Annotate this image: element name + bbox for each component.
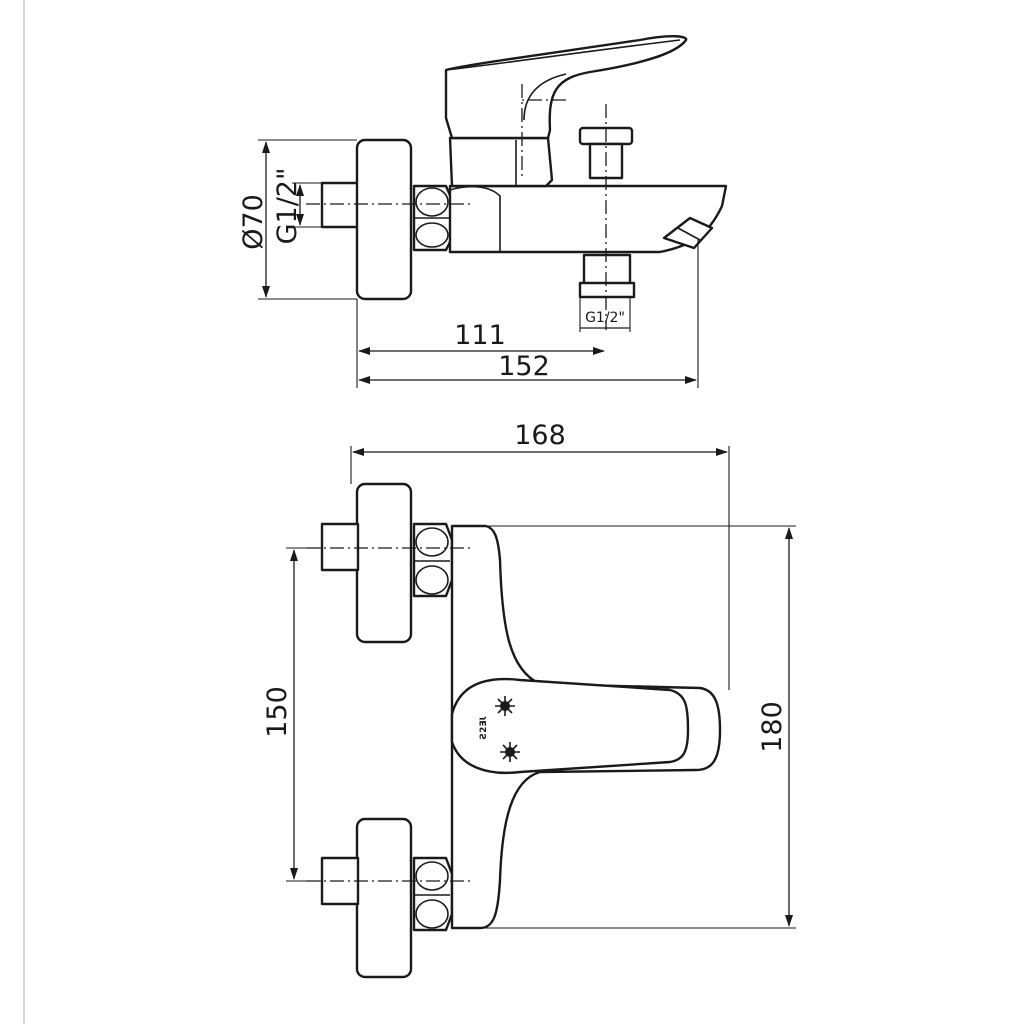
dim-inlet-spacing: 150: [262, 686, 293, 738]
top-dimensions: 168 150 180: [262, 420, 796, 929]
top-view: Ƨ2ƎƖ: [306, 482, 722, 979]
dim-width-total: 168: [514, 420, 566, 451]
dim-outlet-thread: G1/2": [585, 310, 625, 326]
lever-handle: [444, 35, 688, 140]
inlet-stub-upper: [320, 522, 360, 572]
dim-inlet-thread: G1/2": [272, 168, 303, 245]
handle-brand: Ƨ2ƎƖ: [479, 717, 489, 740]
dim-length-outlet: 111: [454, 320, 506, 351]
dim-diameter: Ø70: [238, 194, 269, 250]
side-dimensions: Ø70 G1/2" G1/2" 111 152: [238, 139, 699, 388]
top-flange-upper: [355, 482, 413, 644]
dim-length-total: 152: [498, 351, 550, 382]
dim-depth-total: 180: [757, 701, 788, 753]
outlet-connector: [582, 253, 632, 287]
cartridge-housing: [448, 136, 554, 188]
outlet-thread: [578, 281, 636, 299]
wall-flange: [355, 138, 413, 301]
top-flange-lower: [355, 817, 413, 979]
inlet-stub: [320, 181, 360, 229]
side-view: [306, 35, 728, 330]
